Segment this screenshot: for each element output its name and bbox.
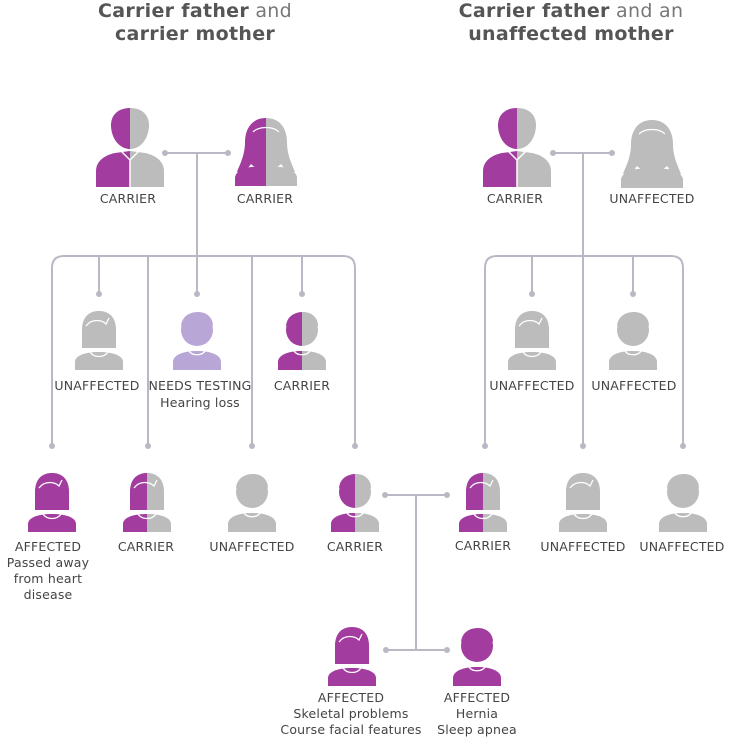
- gen3-g-boy-icon: [659, 474, 707, 532]
- gen2-b-label: NEEDS TESTING: [148, 378, 252, 393]
- gen2-a-label: UNAFFECTED: [54, 378, 140, 393]
- right-title-bold: Carrier father: [458, 0, 610, 22]
- gen3-a-girl-icon: [28, 473, 76, 532]
- right-title-rest: and an: [609, 0, 684, 22]
- father-left-icon: [96, 108, 164, 187]
- mother-left-label: CARRIER: [236, 191, 294, 206]
- gen2-c-label: CARRIER: [273, 378, 331, 393]
- right-family-title: Carrier father and an unaffected mother: [421, 0, 721, 46]
- child-boy-note-2: Sleep apnea: [437, 722, 517, 737]
- father-right-icon: [483, 108, 551, 187]
- father-left-label: CARRIER: [99, 191, 157, 206]
- gen2-c-boy-icon: [278, 312, 326, 370]
- gen3-e-label: CARRIER: [454, 538, 512, 553]
- mother-right-icon: [621, 120, 683, 188]
- mother-left-icon: [235, 118, 297, 186]
- father-right-label: CARRIER: [486, 191, 544, 206]
- child-girl-note-1: Skeletal problems: [293, 706, 409, 721]
- gen3-a-note-1: Passed away: [6, 555, 90, 570]
- gen3-c-boy-icon: [228, 474, 276, 532]
- gen3-a-label: AFFECTED: [14, 539, 82, 554]
- child-boy-note-1: Hernia: [455, 706, 499, 721]
- right-title-line2: unaffected mother: [468, 23, 674, 45]
- child-girl-icon: [328, 627, 376, 686]
- gen3-d-label: CARRIER: [326, 539, 384, 554]
- mother-right-label: UNAFFECTED: [609, 191, 695, 206]
- gen2-d-girl-icon: [508, 311, 556, 370]
- child-boy-icon: [453, 628, 501, 686]
- gen3-d-boy-icon: [331, 474, 379, 532]
- left-title-bold: Carrier father: [97, 0, 250, 22]
- gen3-b-label: CARRIER: [117, 539, 175, 554]
- child-boy-label: AFFECTED: [443, 690, 511, 705]
- gen3-c-label: UNAFFECTED: [209, 539, 295, 554]
- gen3-a-note-2: from heart: [13, 571, 83, 586]
- gen3-f-girl-icon: [559, 473, 607, 532]
- left-family-title: Carrier father and carrier mother: [45, 0, 345, 46]
- gen2-a-girl-icon: [75, 311, 123, 370]
- gen3-g-label: UNAFFECTED: [639, 539, 725, 554]
- gen3-b-girl-icon: [123, 473, 171, 532]
- child-girl-note-2: Course facial features: [280, 722, 422, 737]
- gen2-d-label: UNAFFECTED: [489, 378, 575, 393]
- gen3-a-note-3: disease: [23, 587, 73, 602]
- gen2-e-label: UNAFFECTED: [591, 378, 677, 393]
- left-title-line2: carrier mother: [114, 23, 276, 45]
- gen2-b-note: Hearing loss: [160, 395, 240, 410]
- left-title-rest: and: [249, 0, 293, 22]
- child-girl-label: AFFECTED: [317, 690, 385, 705]
- gen3-f-label: UNAFFECTED: [540, 539, 626, 554]
- gen2-e-boy-icon: [609, 312, 657, 370]
- gen3-e-girl-icon: [459, 473, 507, 532]
- gen2-b-boy-icon: [173, 312, 221, 370]
